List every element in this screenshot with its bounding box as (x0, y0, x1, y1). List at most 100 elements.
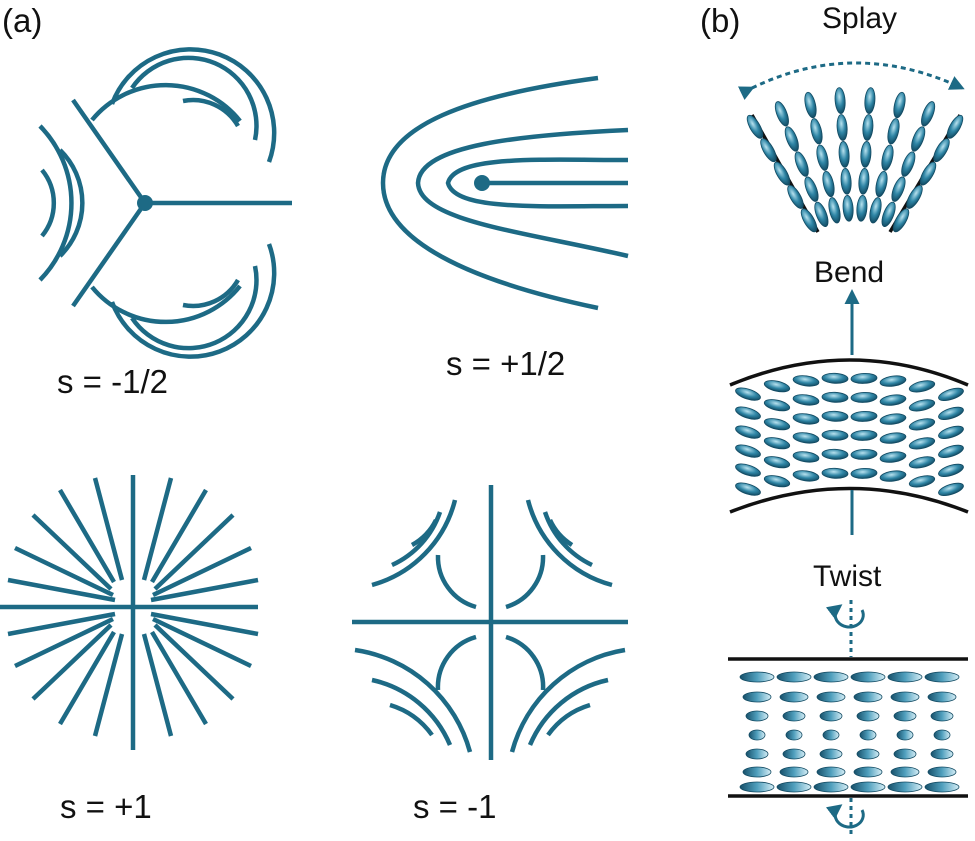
molecule (838, 141, 850, 168)
defect-minus-one (352, 485, 628, 760)
defect-minus-half (38, 47, 292, 359)
defect-line (542, 511, 593, 568)
molecule (850, 467, 878, 479)
molecule (763, 437, 791, 450)
defect-line (92, 633, 125, 737)
molecule (893, 748, 917, 760)
molecule (908, 456, 936, 469)
defect-line (182, 278, 240, 309)
molecule (742, 766, 772, 778)
molecule (773, 161, 791, 186)
defect-line (415, 127, 629, 259)
molecule (938, 444, 964, 459)
defect-line (527, 677, 609, 746)
molecule (800, 208, 818, 233)
defect-line (152, 616, 252, 669)
label-bend: Bend (814, 256, 885, 289)
defect-line (391, 511, 443, 568)
defect-line (525, 499, 613, 588)
molecule (816, 691, 846, 703)
bend-boundary (729, 358, 969, 387)
molecule (856, 748, 880, 760)
molecule (946, 114, 964, 139)
label-splay: Splay (822, 2, 898, 35)
molecule (850, 391, 878, 403)
defect-line (141, 633, 174, 737)
molecule (782, 748, 806, 760)
molecule (836, 114, 848, 141)
molecule (779, 691, 809, 703)
defect-line (152, 545, 252, 598)
molecule (887, 671, 923, 683)
molecule (746, 114, 764, 139)
molecule (792, 432, 820, 444)
defect-line (90, 284, 242, 325)
defect-line (38, 124, 74, 282)
molecule (901, 151, 916, 177)
defect-line (182, 97, 240, 128)
molecule (816, 144, 829, 171)
molecule (850, 429, 878, 441)
molecule (924, 781, 960, 793)
molecule (853, 691, 883, 703)
molecule (735, 406, 761, 420)
rotation-arrow-icon (825, 804, 865, 829)
molecule (816, 766, 846, 778)
defect-line (547, 518, 574, 547)
defect-line (141, 477, 174, 581)
molecule (763, 456, 791, 469)
molecule (893, 91, 906, 119)
defect-line (58, 630, 116, 726)
defect-line (435, 634, 477, 691)
defect-line (505, 634, 546, 691)
molecule (787, 184, 804, 209)
defect-line (150, 611, 259, 637)
defect-plus-half (380, 75, 629, 311)
defect-line (71, 98, 147, 205)
molecule (930, 710, 954, 722)
twist-diagram (728, 600, 968, 835)
splay-diagram (737, 61, 965, 233)
defect-line (7, 611, 116, 637)
molecule (938, 482, 964, 497)
defect-line (14, 545, 114, 598)
molecule (784, 126, 799, 152)
molecule (810, 118, 823, 145)
molecule (813, 671, 849, 683)
defect-line (92, 477, 125, 581)
defect-line (505, 554, 546, 610)
molecule (850, 372, 878, 384)
defect-line (40, 168, 57, 238)
molecule (853, 766, 883, 778)
bend-diagram (729, 289, 969, 535)
defect-line (389, 702, 434, 737)
molecule (869, 197, 882, 224)
molecule (921, 101, 936, 127)
label-s-plus-half: s = +1/2 (446, 345, 566, 382)
molecule (856, 710, 880, 722)
molecule (938, 425, 964, 440)
defect-line (109, 47, 277, 163)
molecule (881, 201, 896, 228)
defect-line (7, 577, 116, 603)
molecule (924, 671, 960, 683)
splay-arrow (737, 61, 965, 100)
molecule (763, 399, 791, 412)
defect-line (150, 630, 208, 726)
defect-core (474, 175, 490, 191)
molecule (850, 671, 886, 683)
molecule (739, 781, 775, 793)
molecule (906, 184, 923, 209)
molecule (938, 387, 964, 402)
molecule (794, 151, 809, 177)
molecule (893, 710, 917, 722)
molecule (745, 710, 769, 722)
rotation-arrow-icon (825, 604, 865, 629)
label-s-minus-one: s = -1 (413, 788, 497, 825)
molecule (879, 375, 907, 387)
molecule (735, 463, 761, 477)
molecule (822, 729, 840, 741)
defect-line (371, 677, 453, 746)
molecule (821, 372, 849, 384)
molecule (821, 467, 849, 479)
